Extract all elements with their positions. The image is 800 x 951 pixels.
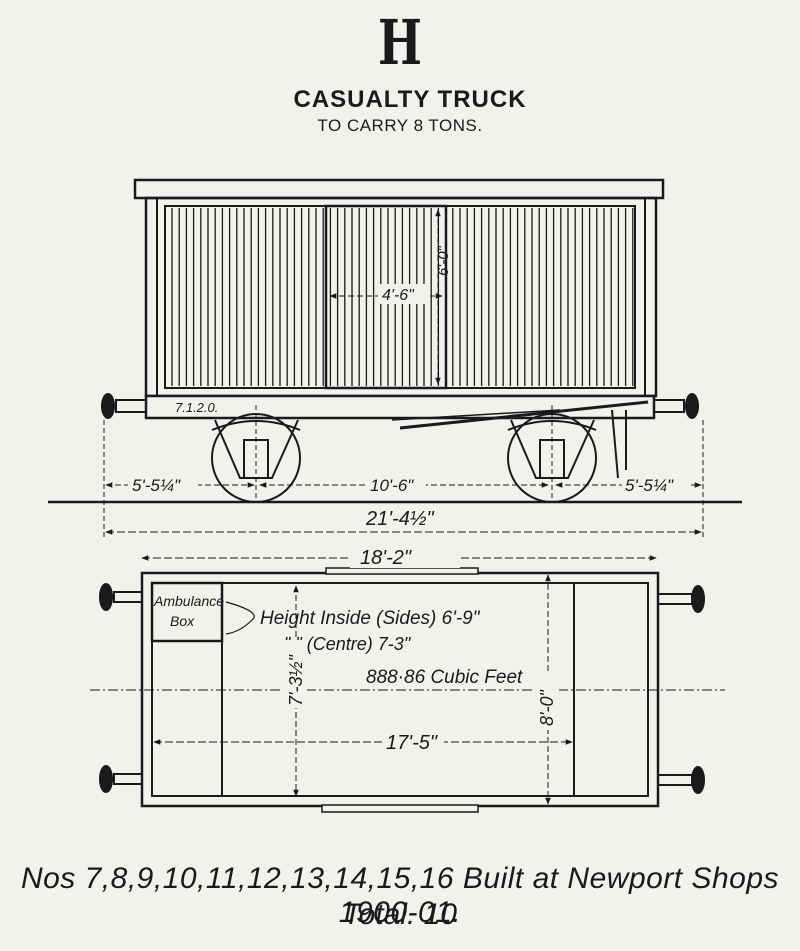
height-sides-label: Height Inside (Sides) 6'-9" bbox=[260, 608, 481, 629]
inner-length-label: 17'-5" bbox=[386, 732, 438, 754]
solebar bbox=[144, 394, 656, 420]
footer-build-note: Nos 7,8,9,10,11,12,13,14,15,16 Built at … bbox=[20, 862, 780, 929]
brake-lever bbox=[399, 400, 649, 430]
plan-view bbox=[90, 555, 725, 813]
left-overhang-label: 5'-5¼" bbox=[132, 476, 181, 495]
capacity-label: 888·86 Cubic Feet bbox=[366, 667, 523, 688]
height-centre-label: " " (Centre) 7-3" bbox=[284, 634, 412, 654]
door-width-label: 4'-6" bbox=[382, 287, 415, 304]
side-elevation bbox=[48, 178, 742, 540]
ambulance-box bbox=[150, 581, 224, 643]
roof bbox=[133, 178, 665, 200]
inner-width-label: 7'-3½" bbox=[286, 654, 306, 706]
body-length-label: 18'-2" bbox=[360, 547, 412, 569]
plan-buffers bbox=[99, 583, 705, 794]
diagram-subtitle: TO CARRY 8 TONS. bbox=[317, 116, 483, 135]
wheelbase-label: 10'-6" bbox=[370, 476, 414, 495]
sliding-door bbox=[324, 204, 448, 390]
side-buffers bbox=[101, 393, 699, 419]
right-overhang-label: 5'-5¼" bbox=[625, 476, 674, 495]
outer-width-label: 8'-0" bbox=[537, 689, 557, 726]
ambulance-box-label-line2: Box bbox=[170, 613, 195, 629]
overall-length-label: 21'-4½" bbox=[365, 508, 435, 530]
footer-total: Total. 10 bbox=[343, 898, 457, 931]
door-height-label: 6'-0" bbox=[435, 245, 452, 276]
ambulance-box-label-line1: Ambulance bbox=[153, 593, 224, 609]
diagram-letter: H bbox=[378, 6, 422, 79]
number-plate: 7.1.2.0. bbox=[175, 400, 218, 415]
diagram-title: CASUALTY TRUCK bbox=[293, 86, 527, 113]
